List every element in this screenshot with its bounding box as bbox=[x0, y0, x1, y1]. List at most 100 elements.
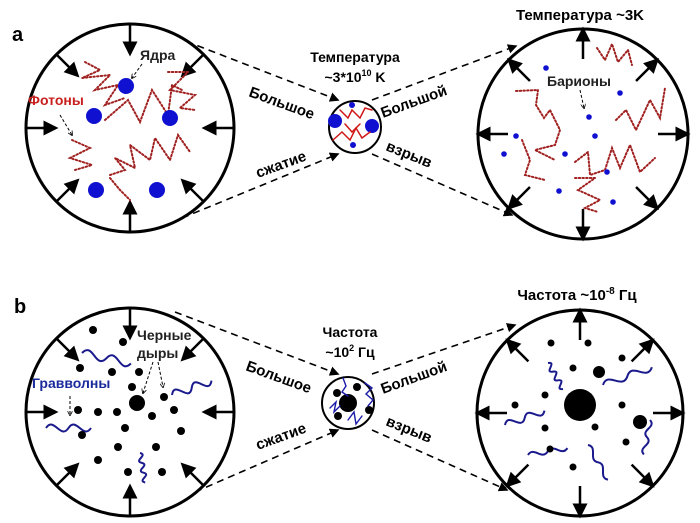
outward-arrows-a bbox=[475, 26, 691, 242]
gravitational-wave bbox=[364, 382, 374, 407]
baryon-icon bbox=[543, 65, 549, 71]
photon-waves-right-a bbox=[515, 41, 666, 213]
gravitational-wave bbox=[587, 444, 609, 481]
black-holes-label-line2: дыры bbox=[137, 345, 178, 361]
gravitational-wave bbox=[602, 366, 653, 386]
nucleus-icon bbox=[88, 182, 104, 198]
photons-label: Фотоны bbox=[28, 92, 84, 108]
gravitational-wave bbox=[641, 419, 653, 456]
baryon-icon bbox=[562, 151, 568, 157]
photon-wave bbox=[109, 177, 131, 201]
baryon-icon bbox=[501, 151, 507, 157]
black-hole-icon bbox=[78, 431, 86, 439]
center-title-a-line1: Температура bbox=[310, 49, 400, 65]
gravitational-wave bbox=[171, 380, 213, 396]
black-hole-icon bbox=[622, 438, 630, 446]
nucleus-icon bbox=[365, 119, 379, 133]
nucleus-icon bbox=[86, 108, 102, 124]
panel-letter-a: a bbox=[12, 24, 24, 46]
gravitational-wave bbox=[341, 377, 349, 397]
panel-b: b Черные дыры Гравволны Частота ~102 Гц … bbox=[14, 286, 686, 519]
black-hole-icon bbox=[135, 368, 143, 376]
black-hole-icon bbox=[365, 406, 373, 414]
center-title-a-line2: ~3*1010 K bbox=[325, 68, 386, 85]
black-hole-icon bbox=[114, 443, 122, 451]
gravitational-wave bbox=[45, 423, 92, 433]
black-hole-icon bbox=[158, 468, 166, 476]
black-hole-icon bbox=[593, 366, 605, 378]
center-title-b-line1: Частота bbox=[323, 324, 378, 340]
black-hole-icon bbox=[633, 415, 647, 429]
inward-arrow-icon bbox=[55, 53, 80, 78]
nucleus-icon bbox=[350, 142, 356, 148]
black-hole-icon bbox=[547, 339, 555, 347]
black-holes-label-line1: Черные bbox=[137, 327, 192, 343]
big-crunch-word1-b: Большое bbox=[244, 358, 314, 397]
nucleus-icon bbox=[149, 182, 165, 198]
singularity-circle-a bbox=[328, 100, 382, 154]
baryon-icon bbox=[617, 90, 623, 96]
baryon-icon bbox=[556, 188, 562, 194]
grav-waves-label: Гравволны bbox=[32, 375, 110, 391]
photon-waves-left-a bbox=[67, 61, 198, 201]
singularity-contents-a bbox=[328, 102, 379, 148]
photon-wave bbox=[339, 107, 373, 120]
big-crunch-word1-a: Большое bbox=[247, 84, 317, 123]
baryon-icon bbox=[610, 199, 616, 205]
outward-arrow-icon bbox=[505, 338, 530, 363]
photon-wave bbox=[574, 142, 656, 177]
photon-wave bbox=[615, 87, 666, 133]
black-hole-icon bbox=[113, 408, 121, 416]
nucleus-icon bbox=[118, 78, 134, 94]
black-hole-icon bbox=[564, 389, 596, 421]
outward-arrow-icon bbox=[630, 463, 655, 488]
gravitational-wave bbox=[504, 410, 546, 426]
inward-arrow-icon bbox=[55, 337, 80, 362]
black-holes-left-b bbox=[74, 326, 185, 476]
nuclei-label: Ядра bbox=[140, 47, 176, 63]
crunch-cone-lines-a bbox=[174, 36, 518, 219]
crunch-cone-lines-b bbox=[174, 311, 517, 493]
singularity-contents-b bbox=[329, 377, 374, 426]
black-hole-icon bbox=[74, 406, 82, 414]
inward-arrow-icon bbox=[180, 337, 205, 362]
black-hole-icon bbox=[618, 401, 626, 409]
black-hole-icon bbox=[541, 424, 549, 432]
baryon-icon bbox=[513, 133, 519, 139]
nucleus-icon bbox=[162, 110, 178, 126]
photon-wave bbox=[81, 61, 126, 107]
inward-arrow-icon bbox=[180, 178, 205, 203]
black-holes-right-b bbox=[511, 339, 647, 471]
outward-arrow-icon bbox=[506, 186, 531, 211]
black-hole-icon bbox=[152, 443, 160, 451]
black-hole-icon bbox=[334, 412, 342, 420]
baryons-label: Барионы bbox=[547, 73, 611, 89]
black-hole-icon bbox=[333, 389, 341, 397]
photon-wave bbox=[574, 177, 603, 213]
black-hole-icon bbox=[569, 364, 577, 372]
black-hole-icon bbox=[353, 383, 361, 391]
gravitational-wave bbox=[138, 452, 148, 484]
inward-arrows-b bbox=[26, 308, 234, 516]
photon-wave bbox=[521, 139, 546, 181]
black-hole-icon bbox=[119, 338, 127, 346]
photon-wave bbox=[596, 41, 633, 66]
baryons-right-a bbox=[501, 65, 623, 205]
black-hole-icon bbox=[546, 445, 554, 453]
black-hole-icon bbox=[124, 468, 132, 476]
inward-arrow-icon bbox=[55, 462, 80, 487]
black-hole-icon bbox=[339, 394, 357, 412]
big-bang-word2-a: взрыв bbox=[384, 138, 435, 172]
black-hole-icon bbox=[94, 456, 102, 464]
right-title-a: Температура ~3K bbox=[516, 7, 644, 24]
black-hole-icon bbox=[76, 364, 84, 372]
baryon-icon bbox=[592, 133, 598, 139]
inward-arrow-icon bbox=[180, 462, 205, 487]
outward-arrow-icon bbox=[635, 57, 660, 82]
outward-arrow-icon bbox=[630, 338, 655, 363]
big-crunch-word2-b: сжатие bbox=[254, 420, 309, 454]
big-bang-word2-b: взрыв bbox=[384, 413, 435, 447]
photon-wave bbox=[344, 123, 361, 134]
outward-arrow-icon bbox=[505, 463, 530, 488]
